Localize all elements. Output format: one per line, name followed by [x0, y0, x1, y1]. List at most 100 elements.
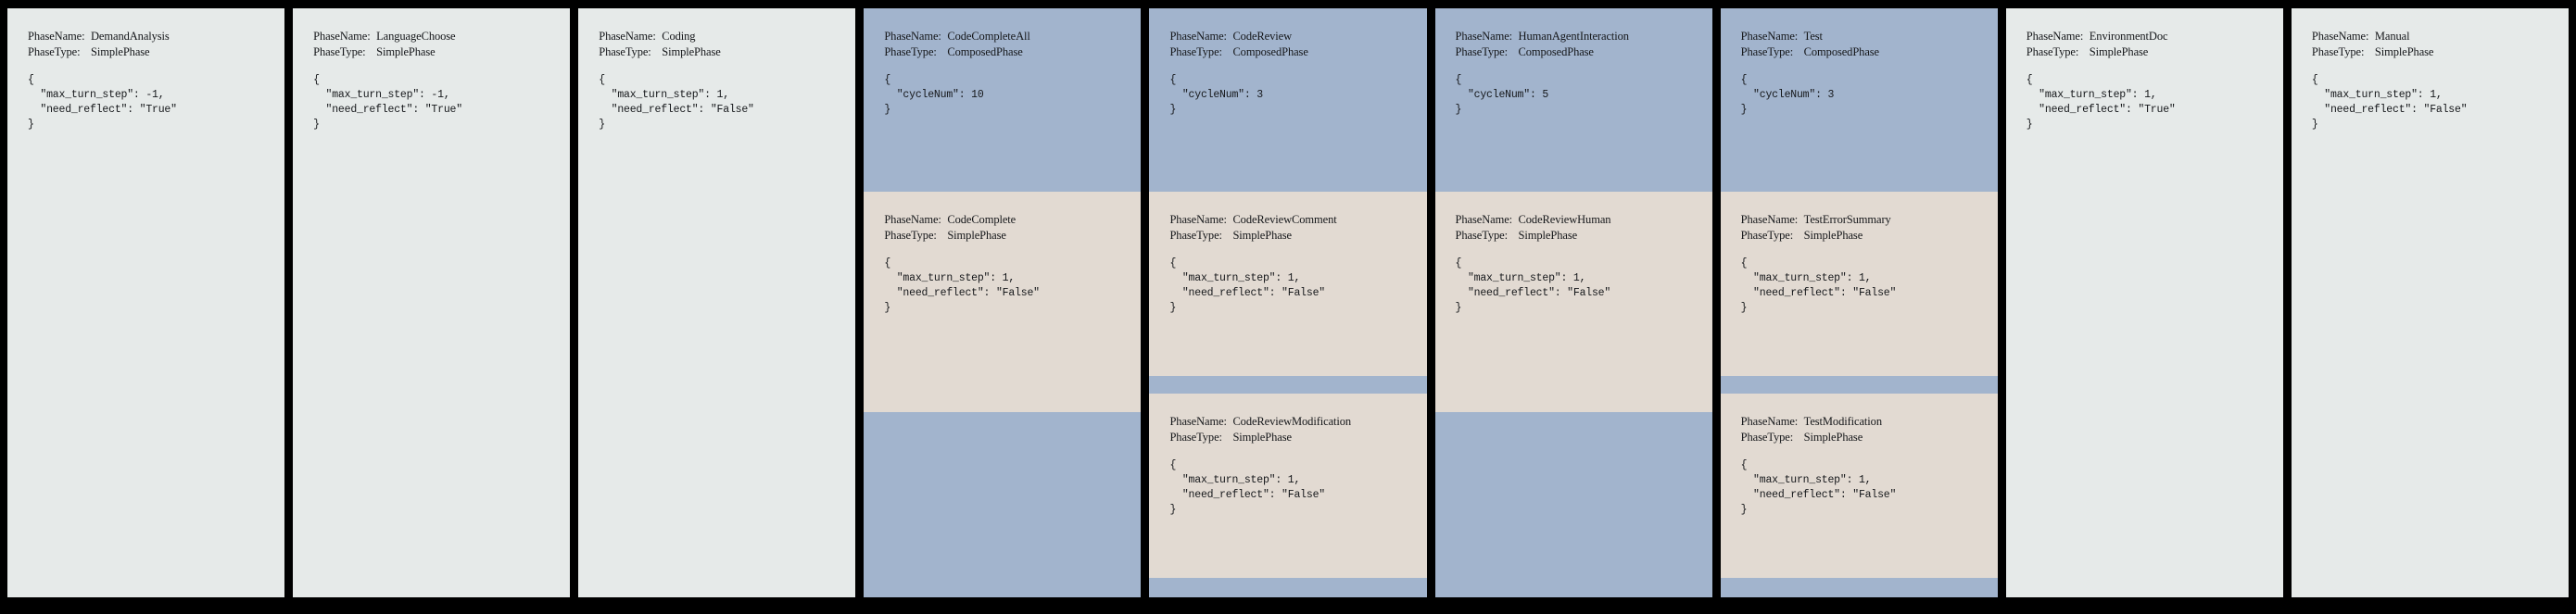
- phase-meta-row: PhaseType: SimplePhase: [599, 44, 842, 60]
- sub-phase-gap: [1720, 118, 1998, 192]
- phase-name-value: Test: [1803, 30, 1823, 43]
- phase-config-json: { "cycleNum": 5 }: [1455, 74, 1549, 116]
- phase-meta-row: PhaseName:LanguageChoose: [313, 29, 557, 44]
- sub-phase-name-value: TestErrorSummary: [1803, 213, 1891, 226]
- phase-config-json: { "max_turn_step": 1, "need_reflect": "F…: [2311, 74, 2468, 131]
- phase-meta-row: PhaseType:SimplePhase: [1741, 228, 1985, 244]
- phase-name-label: PhaseName:: [1740, 30, 1799, 43]
- phase-config-json: { "max_turn_step": -1, "need_reflect": "…: [28, 74, 177, 131]
- phase-meta-row: PhaseType:ComposedPhase: [1741, 44, 1985, 60]
- phase-type-value: SimplePhase: [2089, 45, 2149, 58]
- phase-meta-row: PhaseName: CodeReviewHuman: [1456, 212, 1699, 228]
- phase-name-label: PhaseName:: [1169, 30, 1227, 43]
- phase-meta-row: PhaseType:SimplePhase: [1741, 430, 1985, 445]
- phase-name-value: HumanAgentInteraction: [1518, 30, 1629, 43]
- phase-meta-row: PhaseType:SimplePhase: [28, 44, 271, 60]
- sub-phase-name-label: PhaseName:: [1740, 213, 1799, 226]
- phase-type-label: PhaseType:: [884, 45, 937, 58]
- phase-meta-row: PhaseName:CodeReviewModification: [1169, 414, 1413, 430]
- phase-type-value: SimplePhase: [662, 45, 721, 58]
- phase-type-value: ComposedPhase: [947, 45, 1023, 58]
- phase-type-label: PhaseType:: [599, 45, 651, 58]
- sub-phase-gap-bottom: [864, 412, 1142, 597]
- phase-card-filler: [293, 132, 570, 597]
- phase-config-json: { "max_turn_step": 1, "need_reflect": "F…: [599, 74, 754, 131]
- phase-config-json: { "cycleNum": 10 }: [884, 74, 984, 116]
- phase-type-label: PhaseType:: [2026, 45, 2079, 58]
- phase-type-value: SimplePhase: [376, 45, 436, 58]
- sub-phase-type-value: SimplePhase: [1518, 229, 1578, 242]
- phase-meta-row: PhaseName: CodeReview: [1169, 29, 1413, 44]
- phase-meta-row: PhaseName:HumanAgentInteraction: [1456, 29, 1699, 44]
- phase-meta-row: PhaseName: Test: [1741, 29, 1985, 44]
- phase-name-label: PhaseName:: [2311, 30, 2369, 43]
- sub-phase-type-label: PhaseType:: [1169, 229, 1222, 242]
- sub-phase-gap: [864, 118, 1142, 192]
- phase-config-json: { "cycleNum": 3 }: [1740, 74, 1835, 116]
- phase-meta-row: PhaseType:SimplePhase: [1169, 430, 1413, 445]
- phase-card-filler: [2292, 132, 2569, 597]
- phase-type-label: PhaseType:: [2311, 45, 2365, 58]
- phase-meta-row: PhaseType:SimplePhase: [884, 228, 1128, 244]
- phase-type-label: PhaseType:: [313, 45, 366, 58]
- sub-phase-name-label: PhaseName:: [1740, 415, 1799, 428]
- phase-type-value: ComposedPhase: [1803, 45, 1879, 58]
- sub-phase-gap-bottom: [1720, 578, 1998, 597]
- phase-config-json: { "max_turn_step": 1, "need_reflect": "T…: [2026, 74, 2176, 131]
- phase-config-json: { "max_turn_step": 1, "need_reflect": "F…: [1169, 257, 1325, 314]
- sub-phase-name-value: TestModification: [1803, 415, 1882, 428]
- phase-meta-row: PhaseName:CodeComplete: [884, 212, 1128, 228]
- phase-type-label: PhaseType:: [1169, 45, 1222, 58]
- phase-meta-row: PhaseType: SimplePhase: [2312, 44, 2556, 60]
- phase-meta-row: PhaseName:CodeReviewComment: [1169, 212, 1413, 228]
- phase-config-json: { "max_turn_step": 1, "need_reflect": "F…: [1740, 459, 1897, 516]
- phase-meta-row: PhaseName: TestModification: [1741, 414, 1985, 430]
- phase-meta-row: PhaseType: ComposedPhase: [884, 44, 1128, 60]
- sub-phase-name-value: CodeReviewComment: [1232, 213, 1337, 226]
- phase-meta-row: PhaseName:Manual: [2312, 29, 2556, 44]
- sub-phase-type-label: PhaseType:: [1455, 229, 1509, 242]
- phase-meta-row: PhaseType: SimplePhase: [2027, 44, 2270, 60]
- phase-config-json: { "cycleNum": 3 }: [1169, 74, 1263, 116]
- phase-config-json: { "max_turn_step": -1, "need_reflect": "…: [313, 74, 462, 131]
- phase-type-value: ComposedPhase: [1232, 45, 1308, 58]
- phase-name-label: PhaseName:: [884, 30, 941, 43]
- sub-phase-name-value: CodeReviewHuman: [1518, 213, 1611, 226]
- phase-meta-row: PhaseName:Coding: [599, 29, 842, 44]
- phase-card-filler: [578, 132, 855, 597]
- sub-phase-name-value: CodeComplete: [947, 213, 1017, 226]
- phase-name-value: CodeCompleteAll: [947, 30, 1030, 43]
- phase-type-label: PhaseType:: [1455, 45, 1509, 58]
- sub-phase-name-label: PhaseName:: [1455, 213, 1513, 226]
- phase-type-value: SimplePhase: [2374, 45, 2434, 58]
- sub-phase-gap: [1149, 376, 1427, 394]
- phase-name-value: CodeReview: [1232, 30, 1293, 43]
- phase-meta-row: PhaseType: ComposedPhase: [1169, 44, 1413, 60]
